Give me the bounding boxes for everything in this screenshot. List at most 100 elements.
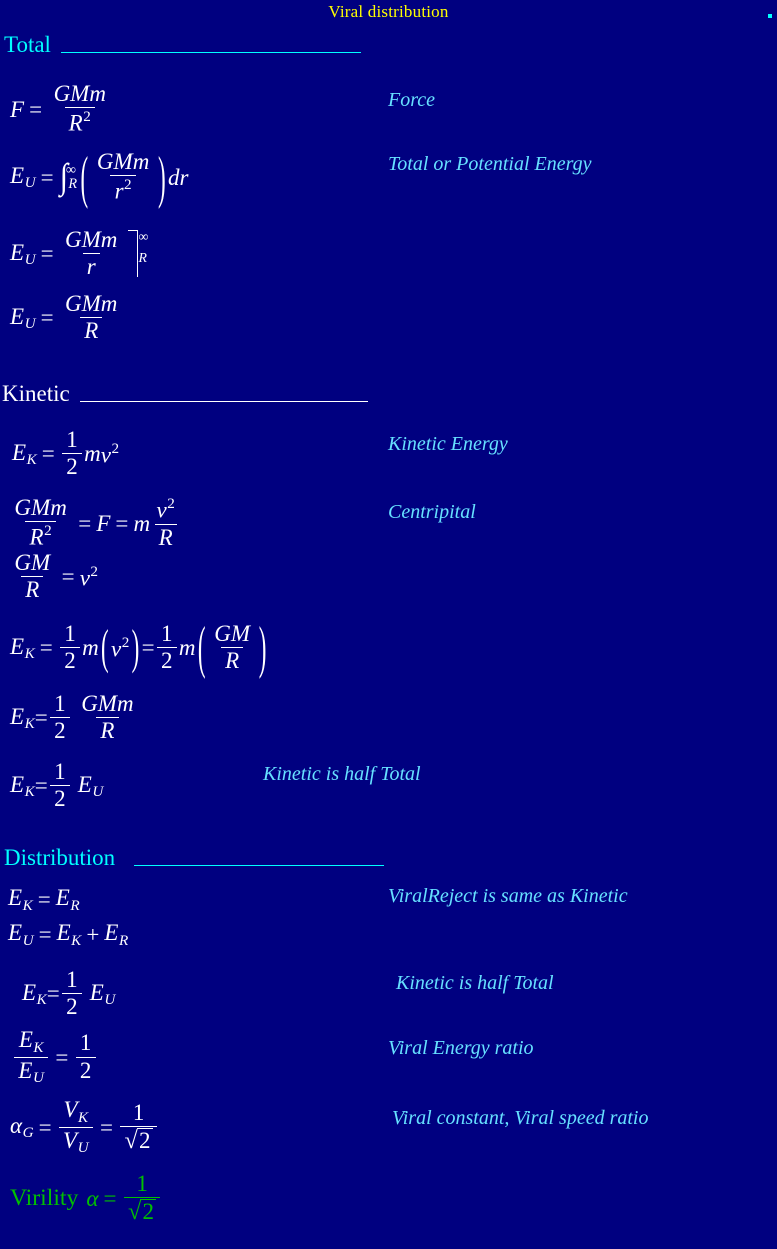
fraction-one-half: 1 2	[62, 427, 82, 480]
sqrt-group: √ 2	[125, 1128, 153, 1154]
numerator-gm-2: GM	[214, 621, 250, 646]
sym-alpha: α	[86, 1185, 99, 1211]
section-heading-distribution: Distribution	[4, 845, 385, 871]
section-rule-distribution	[134, 865, 385, 866]
fraction-gmm-over-R: GMm R	[61, 291, 122, 344]
note-potential-energy: Total or Potential Energy	[388, 153, 592, 175]
left-paren: (	[80, 145, 89, 209]
sym-equals-9: =	[39, 635, 53, 661]
sym-v-squared: v2	[100, 440, 120, 468]
fraction-one-half-7: 1 2	[75, 1030, 96, 1083]
numerator-v2: v2	[156, 495, 175, 523]
sym-F: F	[10, 96, 25, 122]
section-heading-kinetic: Kinetic	[2, 381, 368, 407]
numerator-gmm-3: GMm	[65, 227, 118, 252]
integral-limits: ∞ R	[66, 163, 77, 192]
numerator-one-6: 1	[66, 967, 78, 992]
differential-dr: dr	[168, 164, 189, 190]
equation-virility: Virility α = 1 √ 2	[10, 1171, 163, 1226]
numerator-one-8: 1	[132, 1099, 145, 1125]
equation-ek-half-eu-2: EK = 1 2 EU	[22, 967, 115, 1020]
denominator-two-3: 2	[156, 647, 177, 673]
numerator-one-9: 1	[136, 1171, 148, 1196]
denominator-two-5: 2	[49, 785, 70, 811]
sqrt-icon: √	[124, 1127, 138, 1155]
sym-equals-3: =	[40, 241, 54, 267]
numerator-gm: GM	[14, 550, 51, 575]
equation-evaluated-integral: EU = GMm r ∞ R	[10, 227, 149, 280]
fraction-gmm-over-r2: GMm R2	[49, 81, 110, 136]
bracket-lower-limit: R	[138, 250, 147, 266]
integral-lower-limit: R	[68, 176, 78, 193]
sym-EU-3: EU	[10, 303, 36, 333]
slide-title: Viral distribution	[328, 2, 449, 21]
note-kinetic-half-total-1: Kinetic is half Total	[263, 763, 421, 785]
sym-EK-6: EK	[56, 920, 82, 949]
numerator-one-7: 1	[79, 1030, 92, 1056]
sqrt-radicand-2: 2	[140, 1199, 157, 1225]
sym-EU-2: EU	[10, 239, 36, 269]
denominator-eu: EU	[14, 1056, 49, 1087]
numerator-one-5: 1	[54, 759, 66, 784]
denominator-R2: R2	[25, 521, 56, 550]
equation-ek-half-eu: EK = 1 2 EU	[10, 759, 104, 812]
fraction-vk-over-vu: VK VU	[58, 1097, 93, 1156]
sym-equals-17: =	[38, 1114, 52, 1140]
sym-m-4: m	[178, 635, 196, 661]
section-heading-kinetic-label: Kinetic	[2, 381, 70, 406]
sym-equals: =	[29, 96, 43, 122]
sym-equals-6: =	[78, 510, 92, 536]
fraction-one-half-2: 1 2	[60, 621, 80, 674]
denominator-two-2: 2	[60, 647, 80, 673]
sym-equals-12: =	[34, 773, 48, 799]
integral-sign: ∫	[59, 156, 68, 197]
bracket-upper-limit: ∞	[138, 229, 149, 245]
section-rule-total	[60, 52, 361, 53]
sym-equals-13: =	[37, 886, 51, 912]
equation-ek-substituted: EK = 1 2 m ( v2 ) = 1 2 m ( GM R )	[10, 619, 269, 678]
fraction-one-over-sqrt2-2: 1 √ 2	[123, 1171, 161, 1226]
numerator-ek: EK	[18, 1027, 44, 1056]
fraction-one-half-5: 1 2	[49, 759, 70, 812]
sqrt-icon-2: √	[127, 1198, 142, 1226]
sym-v-squared-3: v2	[111, 634, 130, 662]
sym-equals-5: =	[41, 441, 55, 467]
equation-force: F = GMm R2	[10, 81, 112, 136]
sym-equals-18: =	[100, 1114, 114, 1140]
sym-m-3: m	[82, 635, 99, 661]
note-kinetic-half-total-2: Kinetic is half Total	[396, 972, 554, 994]
denominator-rsq: r2	[110, 175, 136, 204]
sym-EU: EU	[10, 162, 36, 192]
bracket-bar	[127, 230, 138, 278]
equation-kinetic-energy: EK = 1 2 m v2	[12, 427, 120, 480]
numerator-one: 1	[66, 427, 78, 452]
sym-equals-4: =	[40, 305, 54, 331]
section-heading-total-label: Total	[4, 32, 51, 57]
left-paren-2: (	[101, 621, 109, 675]
integral-upper-limit: ∞	[65, 161, 76, 178]
denominator-r2: R2	[64, 107, 95, 136]
equation-alpha-g: αG = VK VU = 1 √ 2	[10, 1097, 159, 1156]
fraction-gmm-over-r2-small: GMm r2	[93, 149, 154, 204]
denominator-r: r	[82, 253, 100, 279]
integral-operator: ∫ ∞ R	[59, 159, 77, 195]
numerator-gmm-6: GMm	[81, 691, 134, 716]
denominator-two-6: 2	[61, 993, 82, 1019]
note-centripital: Centripital	[388, 501, 476, 523]
note-force: Force	[388, 89, 436, 111]
sym-m: m	[84, 441, 101, 467]
numerator-gmm-4: GMm	[65, 291, 118, 316]
numerator-vk: VK	[63, 1097, 89, 1126]
sym-EU-4: EU	[77, 771, 104, 801]
sym-equals-2: =	[40, 164, 54, 190]
equation-energy-ratio: EK EU = 1 2	[12, 1027, 98, 1087]
sym-equals-15: =	[46, 981, 60, 1007]
numerator-one-4: 1	[54, 691, 66, 716]
sym-ER: ER	[55, 885, 80, 914]
denominator-R-3: R	[21, 576, 44, 602]
sym-EK-4: EK	[10, 771, 35, 801]
denominator-sqrt2-2: √ 2	[123, 1197, 161, 1226]
denominator-two-4: 2	[49, 717, 70, 743]
note-kinetic-energy: Kinetic Energy	[388, 433, 508, 455]
numerator-one-3: 1	[160, 621, 173, 646]
